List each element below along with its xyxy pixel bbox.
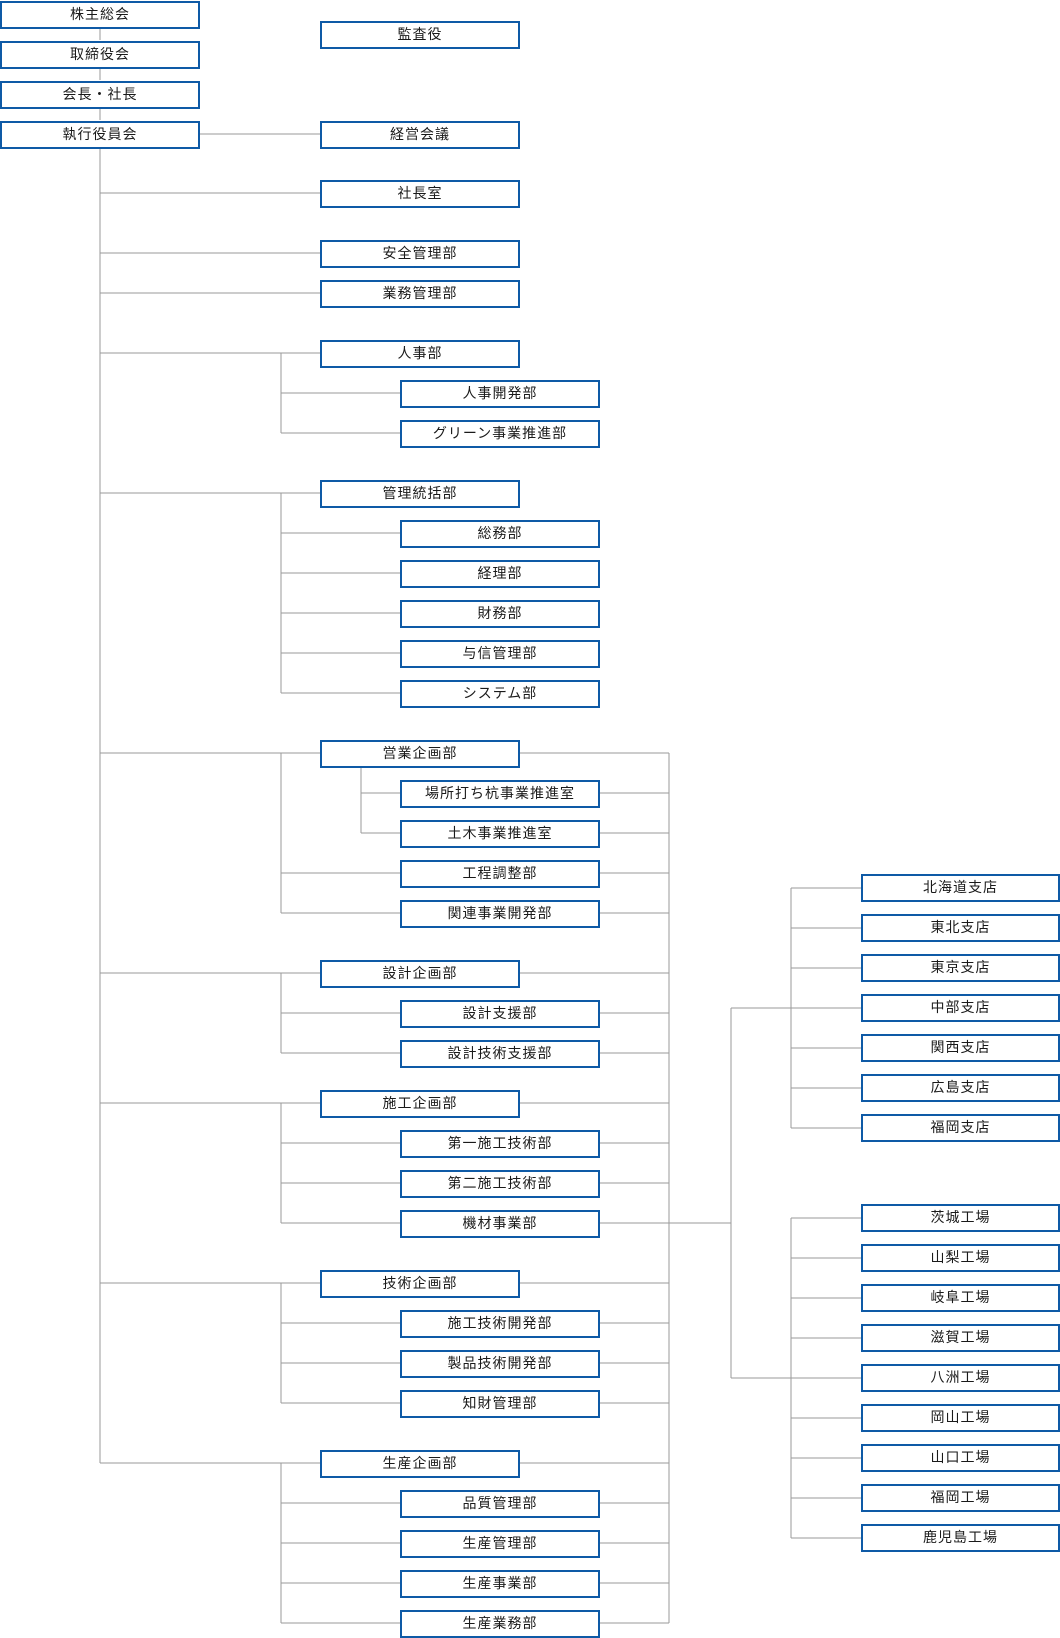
node-sales-sub: 土木事業推進室: [400, 820, 600, 848]
node-technology-child: 製品技術開発部: [400, 1350, 600, 1378]
node-factory: 八洲工場: [861, 1364, 1060, 1392]
node-management-meeting: 経営会議: [320, 121, 520, 149]
node-factory: 岐阜工場: [861, 1284, 1060, 1312]
node-branch: 東京支店: [861, 954, 1060, 982]
node-design-child: 設計支援部: [400, 1000, 600, 1028]
node-branch: 関西支店: [861, 1034, 1060, 1062]
node-factory: 山梨工場: [861, 1244, 1060, 1272]
node-factory: 山口工場: [861, 1444, 1060, 1472]
node-chairman: 会長・社長: [0, 81, 200, 109]
node-construction-child: 第一施工技術部: [400, 1130, 600, 1158]
node-executive: 執行役員会: [0, 121, 200, 149]
node-technology: 技術企画部: [320, 1270, 520, 1298]
node-branch: 中部支店: [861, 994, 1060, 1022]
node-hr: 人事部: [320, 340, 520, 368]
node-production-child: 生産管理部: [400, 1530, 600, 1558]
node-business-mgmt: 業務管理部: [320, 280, 520, 308]
node-design-child: 設計技術支援部: [400, 1040, 600, 1068]
node-president-office: 社長室: [320, 180, 520, 208]
node-technology-child: 知財管理部: [400, 1390, 600, 1418]
node-admin-child: 総務部: [400, 520, 600, 548]
node-shareholders: 株主総会: [0, 1, 200, 29]
node-production-child: 生産業務部: [400, 1610, 600, 1638]
node-factory: 茨城工場: [861, 1204, 1060, 1232]
node-factory: 岡山工場: [861, 1404, 1060, 1432]
node-design: 設計企画部: [320, 960, 520, 988]
node-branch: 北海道支店: [861, 874, 1060, 902]
node-sales: 営業企画部: [320, 740, 520, 768]
node-sales-child: 関連事業開発部: [400, 900, 600, 928]
node-sales-child: 工程調整部: [400, 860, 600, 888]
node-technology-child: 施工技術開発部: [400, 1310, 600, 1338]
node-branch: 東北支店: [861, 914, 1060, 942]
node-construction: 施工企画部: [320, 1090, 520, 1118]
node-construction-child: 第二施工技術部: [400, 1170, 600, 1198]
node-admin-child: 経理部: [400, 560, 600, 588]
node-construction-child: 機材事業部: [400, 1210, 600, 1238]
node-branch: 福岡支店: [861, 1114, 1060, 1142]
node-auditor: 監査役: [320, 21, 520, 49]
node-board: 取締役会: [0, 41, 200, 69]
node-hr-child: 人事開発部: [400, 380, 600, 408]
node-hr-child: グリーン事業推進部: [400, 420, 600, 448]
node-factory: 滋賀工場: [861, 1324, 1060, 1352]
node-factory: 福岡工場: [861, 1484, 1060, 1512]
node-branch: 広島支店: [861, 1074, 1060, 1102]
node-admin-child: 与信管理部: [400, 640, 600, 668]
node-safety: 安全管理部: [320, 240, 520, 268]
node-production-child: 品質管理部: [400, 1490, 600, 1518]
node-admin-child: 財務部: [400, 600, 600, 628]
node-production-child: 生産事業部: [400, 1570, 600, 1598]
node-factory: 鹿児島工場: [861, 1524, 1060, 1552]
node-sales-sub: 場所打ち杭事業推進室: [400, 780, 600, 808]
node-admin: 管理統括部: [320, 480, 520, 508]
node-admin-child: システム部: [400, 680, 600, 708]
node-production: 生産企画部: [320, 1450, 520, 1478]
